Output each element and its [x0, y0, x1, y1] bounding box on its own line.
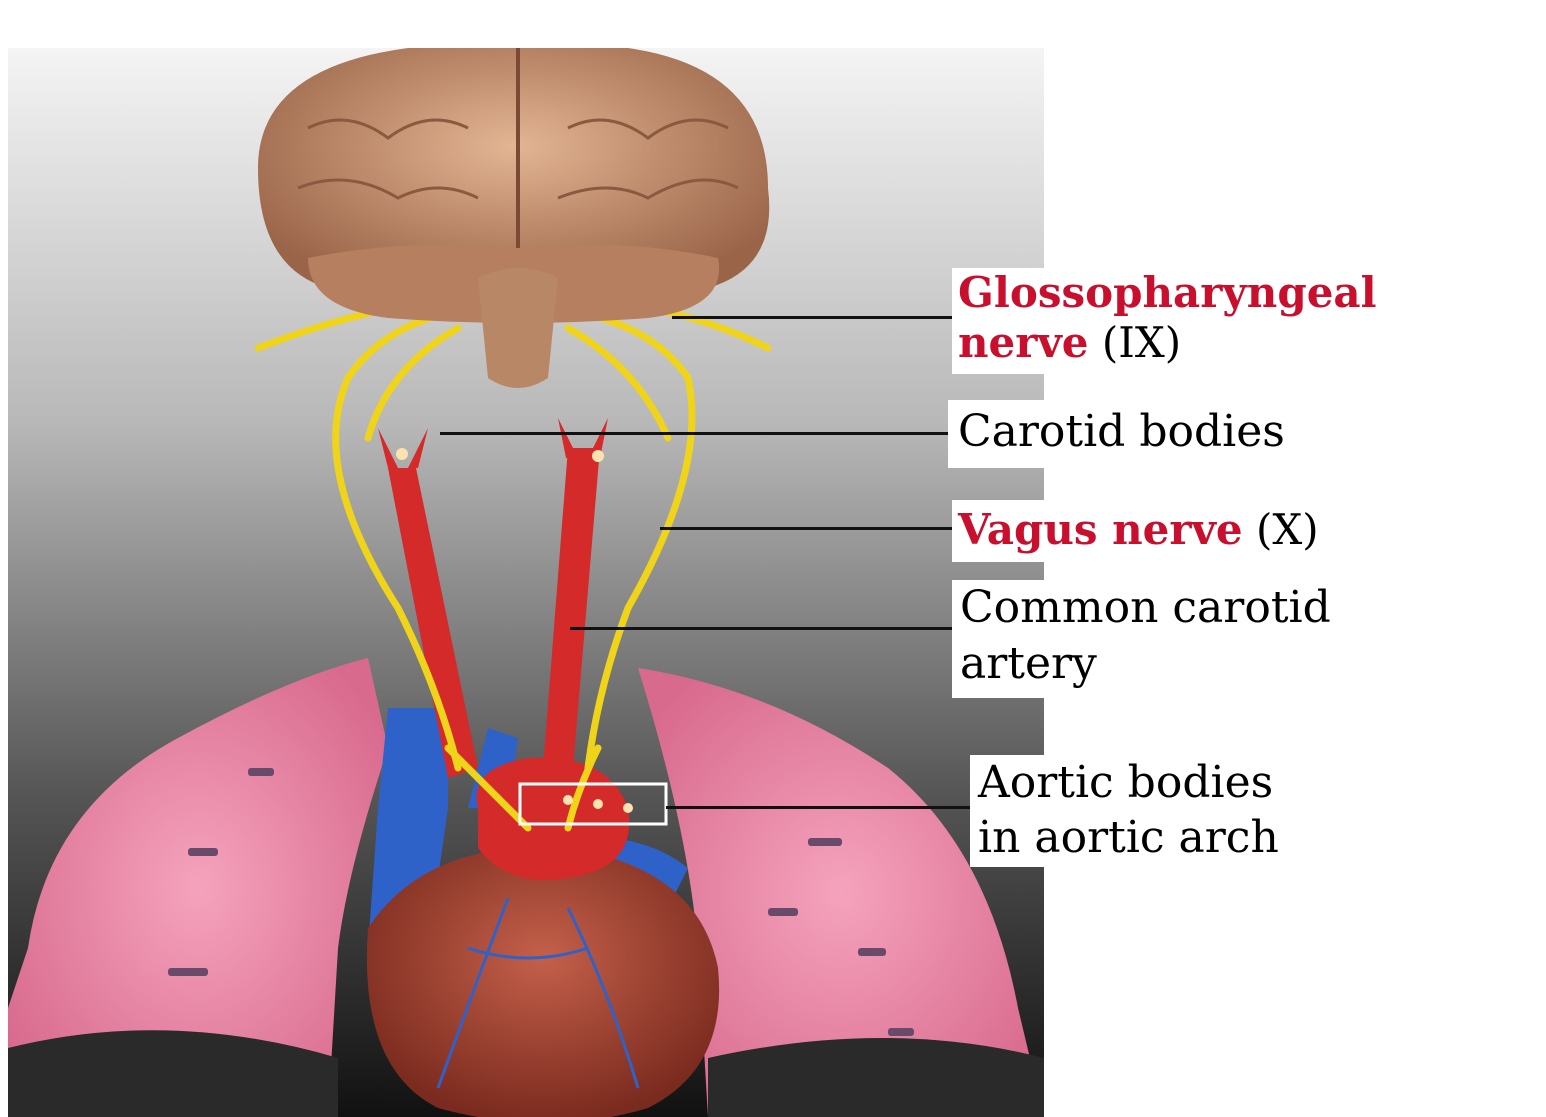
- label-glossopharyngeal-nerve: Glossopharyngeal nerve (IX): [952, 268, 1546, 374]
- glossopharyngeal-numeral: (IX): [1102, 318, 1181, 367]
- vagus-numeral: (X): [1256, 505, 1319, 554]
- label-carotid-bodies: Carotid bodies: [948, 400, 1428, 468]
- glossopharyngeal-name-line1: Glossopharyngeal: [958, 268, 1377, 317]
- aortic-bodies-line1: Aortic bodies: [978, 755, 1410, 810]
- vagus-name: Vagus nerve: [958, 505, 1243, 554]
- heart: [367, 847, 719, 1117]
- label-aortic-bodies: Aortic bodies in aortic arch: [970, 755, 1410, 867]
- leader-line-common-carotid: [570, 627, 954, 630]
- label-common-carotid-artery: Common carotid artery: [952, 580, 1492, 698]
- glossopharyngeal-name-line2: nerve: [958, 318, 1089, 367]
- aortic-bodies-line2: in aortic arch: [978, 810, 1410, 865]
- common-carotid-line1: Common carotid: [960, 580, 1492, 636]
- leader-line-carotid-bodies: [440, 432, 950, 435]
- label-vagus-nerve: Vagus nerve (X): [952, 500, 1492, 562]
- common-carotid-line2: artery: [960, 636, 1492, 692]
- leader-line-vagus: [660, 527, 954, 530]
- leader-line-glossopharyngeal: [672, 316, 954, 319]
- carotid-bodies-text: Carotid bodies: [958, 406, 1285, 457]
- leader-line-aortic-bodies: [666, 806, 972, 809]
- anatomy-illustration: [8, 48, 1044, 1117]
